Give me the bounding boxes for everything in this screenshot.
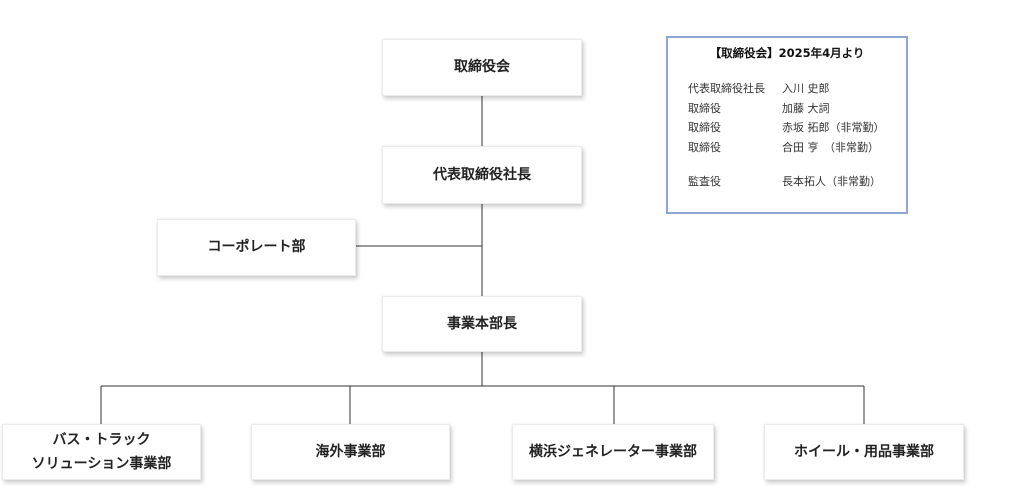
corporate-node: コーポレート部 bbox=[157, 219, 356, 276]
division-label: 海外事業部 bbox=[315, 443, 386, 460]
member-role: 取締役 bbox=[688, 141, 721, 154]
member-role: 取締役 bbox=[688, 121, 721, 134]
division-label: ホイール・用品事業部 bbox=[794, 443, 934, 460]
member-role: 監査役 bbox=[688, 175, 721, 188]
member-name: 加藤 大詞 bbox=[782, 102, 830, 115]
member-name: 長本拓人（非常勤） bbox=[782, 175, 881, 188]
division-label-line2: ソリューション事業部 bbox=[31, 456, 172, 472]
division-node-yokohama-generator: 横浜ジェネレーター事業部 bbox=[512, 424, 714, 480]
board-members-panel: 【取締役会】2025年4月より 代表取締役社長 入川 史郎 取締役 加藤 大詞 … bbox=[666, 36, 908, 214]
business-head-label: 事業本部長 bbox=[447, 315, 517, 332]
board-node: 取締役会 bbox=[382, 39, 582, 96]
member-name: 赤坂 拓郎（非常勤） bbox=[782, 121, 885, 134]
board-label: 取締役会 bbox=[454, 59, 510, 76]
division-label-line1: バス・トラック bbox=[52, 431, 151, 448]
division-node-overseas: 海外事業部 bbox=[251, 424, 450, 480]
division-label: 横浜ジェネレーター事業部 bbox=[529, 443, 697, 460]
business-head-node: 事業本部長 bbox=[382, 296, 582, 352]
president-label: 代表取締役社長 bbox=[433, 166, 531, 183]
division-node-wheel-goods: ホイール・用品事業部 bbox=[764, 424, 964, 480]
member-name: 入川 史郎 bbox=[782, 82, 830, 95]
president-node: 代表取締役社長 bbox=[382, 146, 582, 204]
member-role: 代表取締役社長 bbox=[688, 82, 765, 95]
member-name: 合田 亨 （非常勤） bbox=[782, 141, 879, 154]
corporate-label: コーポレート部 bbox=[207, 239, 306, 256]
panel-title: 【取締役会】2025年4月より bbox=[709, 46, 865, 60]
division-node-bus-truck: バス・トラック ソリューション事業部 bbox=[2, 424, 201, 480]
member-role: 取締役 bbox=[688, 102, 721, 115]
